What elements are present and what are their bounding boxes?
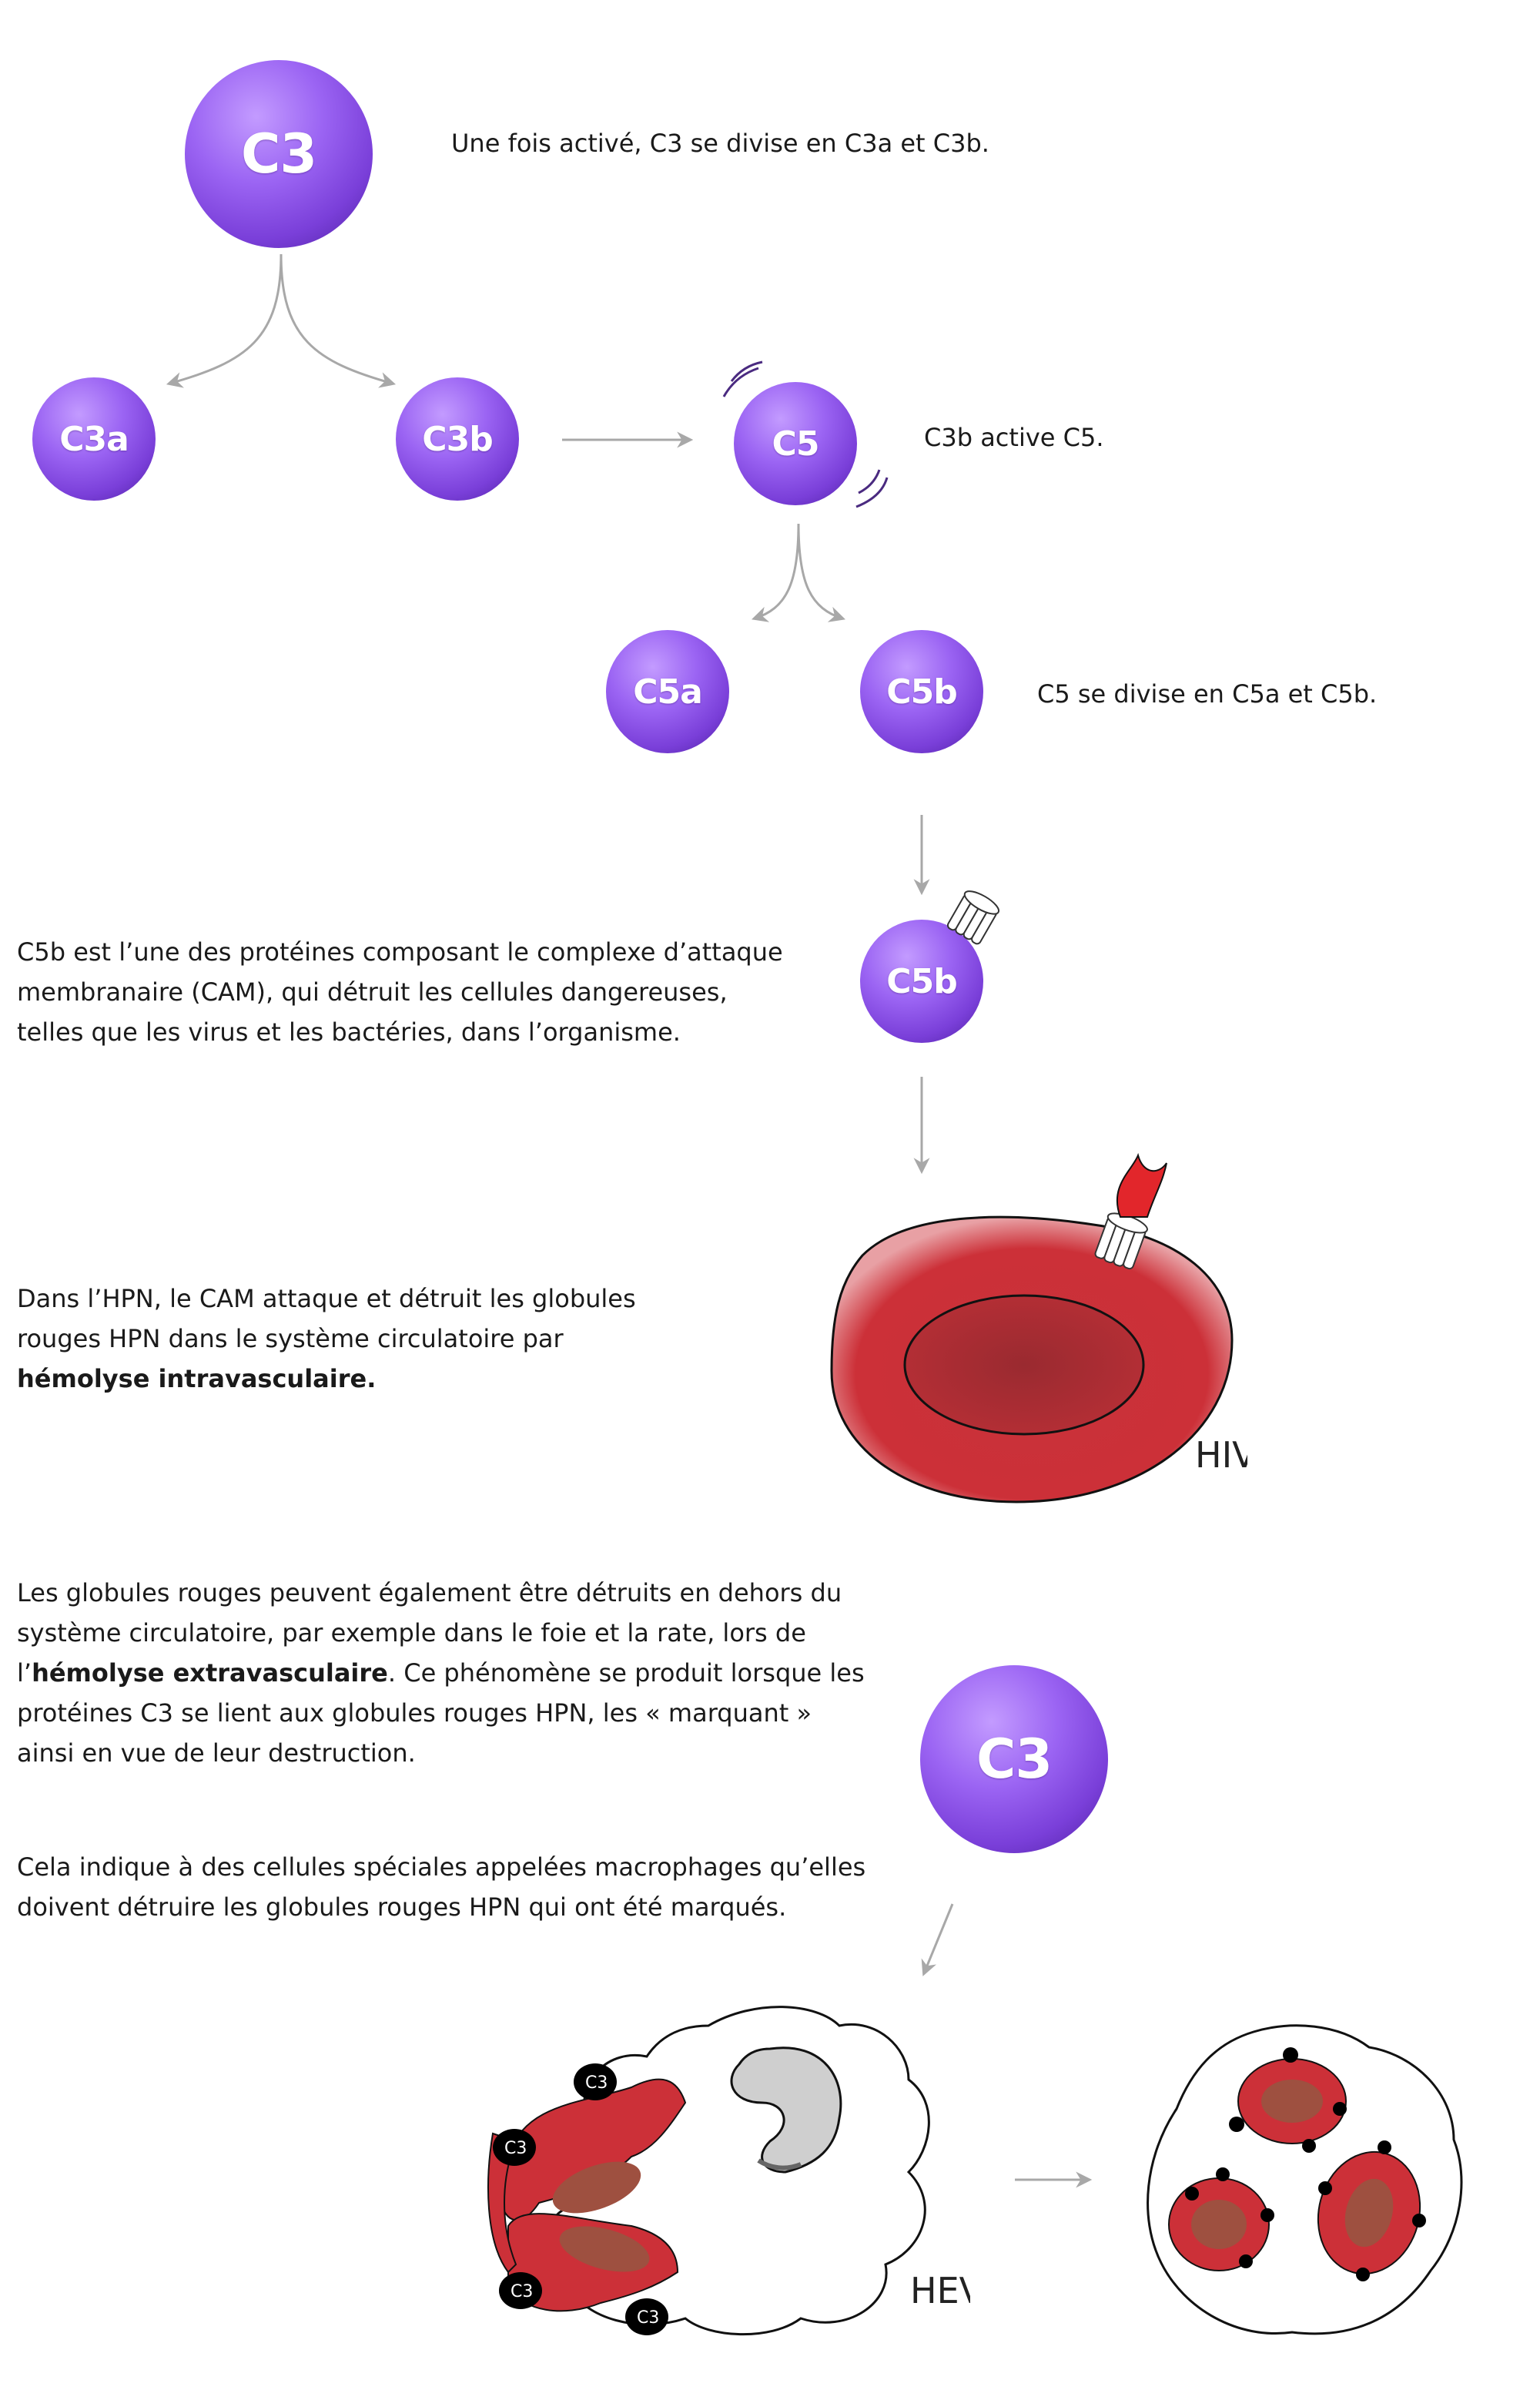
caption-c3-split: Une fois activé, C3 se divise en C3a et … (451, 129, 989, 158)
macrophage-description: Cela indique à des cellules spéciales ap… (17, 1847, 902, 1927)
mac-line-1: C5b est l’une des protéines composant le… (17, 937, 783, 967)
mac-line-3: telles que les virus et les bactéries, d… (17, 1017, 681, 1047)
ivh-description: Dans l’HPN, le CAM attaque et détruit le… (17, 1279, 864, 1399)
macrophage-engulfing: C3 C3 C3 C3 HEV (487, 2006, 970, 2336)
evh-line-5: ainsi en vue de leur destruction. (17, 1738, 416, 1768)
caption-c5-split: C5 se divise en C5a et C5b. (1037, 679, 1378, 709)
svg-text:C3: C3 (511, 2282, 533, 2301)
evh-line-3: l’hémolyse extravasculaire. Ce phénomène… (17, 1658, 865, 1688)
evh-line-1: Les globules rouges peuvent également êt… (17, 1578, 842, 1607)
c5b-mac-protein: C5b (860, 920, 983, 1043)
macro-line-1: Cela indique à des cellules spéciales ap… (17, 1852, 866, 1882)
c3-split-arrow-left (166, 253, 283, 388)
c3b-protein: C3b (396, 377, 519, 501)
evh-bold-term: hémolyse extravasculaire (32, 1658, 388, 1688)
c5b-label: C5b (886, 672, 957, 712)
caption-c3b-activates: C3b active C5. (924, 423, 1104, 452)
svg-text:C3: C3 (504, 2139, 527, 2158)
c5a-label: C5a (633, 672, 703, 712)
evh-line-2: système circulatoire, par exemple dans l… (17, 1618, 806, 1648)
c3-bottom-label: C3 (976, 1728, 1053, 1791)
ivh-line-1: Dans l’HPN, le CAM attaque et détruit le… (17, 1284, 636, 1313)
c3b-label: C3b (422, 419, 493, 459)
c3-split-arrow-right (280, 253, 397, 388)
macrophage-digested (1147, 2024, 1463, 2335)
c5-split-arrow-right (797, 523, 845, 622)
c3-tag-3: C3 (499, 2272, 542, 2309)
c3-label: C3 (240, 122, 317, 186)
mac-pore-icon (946, 890, 1000, 945)
c3-protein-bottom: C3 (920, 1665, 1108, 1853)
c3-to-macrophage-arrow (921, 1903, 954, 1976)
c3a-label: C3a (59, 419, 129, 459)
hiv-label: HIV (1195, 1434, 1247, 1476)
macro-line-2: doivent détruire les globules rouges HPN… (17, 1892, 787, 1922)
evh-line-4: protéines C3 se lient aux globules rouge… (17, 1698, 812, 1728)
svg-text:C3: C3 (637, 2308, 659, 2328)
c5-label: C5 (772, 424, 820, 464)
c5-protein: C5 (734, 382, 857, 505)
c3-tag-1: C3 (574, 2063, 617, 2100)
ivh-line-2: rouges HPN dans le système circulatoire … (17, 1324, 564, 1353)
hev-label: HEV (910, 2270, 970, 2311)
c3-protein-top: C3 (185, 60, 373, 248)
svg-text:C3: C3 (585, 2073, 608, 2093)
c5a-protein: C5a (606, 630, 729, 753)
c3-tag-4: C3 (625, 2298, 668, 2335)
red-blood-cell-intravascular: HIV (830, 1152, 1247, 1503)
ivh-bold-term: hémolyse intravasculaire. (17, 1364, 377, 1393)
c3a-protein: C3a (32, 377, 156, 501)
c5-split-arrow-left (752, 523, 800, 622)
mac-line-2: membranaire (CAM), qui détruit les cellu… (17, 977, 728, 1007)
c5b-mac-label: C5b (886, 961, 957, 1001)
evh-description: Les globules rouges peuvent également êt… (17, 1573, 902, 1773)
mac-description: C5b est l’une des protéines composant le… (17, 932, 864, 1052)
c5b-protein: C5b (860, 630, 983, 753)
c3-tag-2: C3 (493, 2129, 536, 2166)
